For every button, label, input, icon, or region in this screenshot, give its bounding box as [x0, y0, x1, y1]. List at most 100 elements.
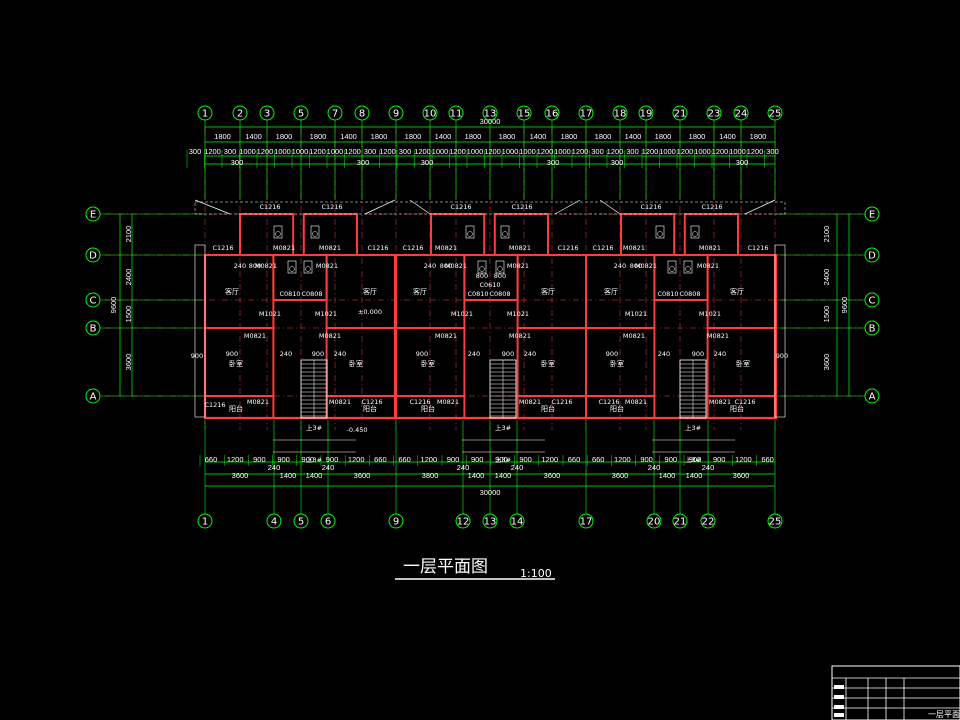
top-axis-bubble-circle: [327, 105, 343, 121]
top-dim-r2: 1200: [309, 147, 326, 156]
top-dim-r1: 1800: [655, 132, 672, 141]
bottom-axis-bubble-circle: [509, 513, 525, 529]
left-side-dim: 3600: [124, 354, 133, 371]
top-dim-r2: 300: [626, 147, 639, 156]
fixture-bowl: [685, 266, 691, 272]
top-axis-bubble: 7: [332, 109, 338, 120]
bottom-dim-r2: 1200: [227, 455, 244, 464]
bottom-axis-bubble: 25: [769, 517, 782, 528]
top-dim-r1: 1400: [530, 132, 547, 141]
window-tag-c1216: C1216: [321, 203, 342, 211]
dim-tag-room: 240: [524, 350, 536, 358]
door-tag-m0821: M0821: [625, 398, 647, 406]
dim-tag-room: 900: [606, 350, 618, 358]
elevation-neg: -0.450: [347, 426, 368, 434]
bottom-dim-r1: 1400: [659, 471, 676, 480]
title-block-name: 一层平面图: [928, 710, 960, 719]
top-axis-bubble-circle: [733, 105, 749, 121]
bottom-axis-bubble: 6: [325, 517, 331, 528]
left-side-dim: 2400: [124, 269, 133, 286]
bottom-dim-r2: 660: [374, 455, 387, 464]
top-dim-r2: 1200: [344, 147, 361, 156]
bottom-dim-r3: 240: [268, 463, 281, 472]
window-tag-c1216: C1216: [551, 398, 572, 406]
door-tag-m0821: M0821: [623, 244, 645, 252]
bottom-dim-r3: 240: [322, 463, 335, 472]
top-dim-r2: 300: [399, 147, 412, 156]
roof-edge: [409, 199, 431, 215]
door-tag-m0821: M0821: [509, 332, 531, 340]
door-tag-m0821: M0821: [635, 262, 657, 270]
bottom-dim-r2: 900: [519, 455, 532, 464]
door-tag-m0821: M0821: [699, 244, 721, 252]
door-tag-m0821: M0821: [255, 262, 277, 270]
room-label-bedroom: 卧室: [349, 359, 363, 368]
top-axis-bubble-circle: [259, 105, 275, 121]
door-tag-m0821: M0821: [709, 398, 731, 406]
bottom-dim-r1: 3600: [544, 471, 561, 480]
bottom-dim-r3: 240: [511, 463, 524, 472]
top-axis-bubble: 18: [614, 109, 627, 120]
right-axis-bubble-circle: [864, 206, 880, 222]
top-dim-r2: 1200: [414, 147, 431, 156]
top-dim-r2: 1200: [257, 147, 274, 156]
top-dim-r1: 1800: [405, 132, 422, 141]
window-tag-c1216: C1216: [402, 244, 423, 252]
bottom-dim-r1: 3600: [354, 471, 371, 480]
top-dim-r1: 1400: [719, 132, 736, 141]
balcony-left: [585, 395, 656, 419]
top-dim-r2: 300: [591, 147, 604, 156]
left-axis-bubble: D: [89, 251, 97, 262]
right-axis-bubble-circle: [864, 320, 880, 336]
door-tag-m0821: M0821: [623, 332, 645, 340]
door-tag-m0821: M0821: [509, 244, 531, 252]
top-dim-r3: 300: [547, 158, 560, 167]
top-dim-r2: 1200: [484, 147, 501, 156]
bottom-dim-r2: 900: [253, 455, 266, 464]
top-dim-r2: 1200: [572, 147, 589, 156]
top-axis-bubble-circle: [448, 105, 464, 121]
left-axis-bubble-circle: [85, 247, 101, 263]
bottom-dim-r2: 660: [568, 455, 581, 464]
top-dim-r2: 1000: [274, 147, 291, 156]
top-dim-r2: 1200: [607, 147, 624, 156]
window-tag-c1216: C1216: [640, 203, 661, 211]
top-axis-bubble: 21: [674, 109, 687, 120]
door-tag-m0821: M0821: [244, 332, 266, 340]
top-axis-bubble-circle: [232, 105, 248, 121]
top-axis-bubble-circle: [354, 105, 370, 121]
window-tag-c1216: C1216: [361, 398, 382, 406]
window-tag-c1216: C1216: [259, 203, 280, 211]
top-dim-r2: 300: [766, 147, 779, 156]
left-axis-bubble: A: [90, 392, 97, 403]
top-dim-r2: 300: [364, 147, 377, 156]
dim-tag-room: 900: [312, 350, 324, 358]
bottom-dim-r1: 3600: [612, 471, 629, 480]
top-axis-bubble-circle: [422, 105, 438, 121]
bottom-axis-bubble-circle: [320, 513, 336, 529]
bottom-dim-r2: 1200: [420, 455, 437, 464]
top-axis-bubble: 8: [359, 109, 365, 120]
dim-tag-240: 240: [424, 262, 436, 270]
fixtures-and-stairs: [194, 199, 786, 453]
bottom-dim-r2: 900: [326, 455, 339, 464]
bath-core: [463, 254, 519, 301]
room-label-balcony: 阳台: [421, 404, 435, 413]
dim-tag-240: 240: [234, 262, 246, 270]
fixture-bowl: [479, 266, 485, 272]
dim-tag-900: 900: [776, 352, 788, 360]
top-dim-r1: 1800: [371, 132, 388, 141]
door-tag-m1021: M1021: [315, 310, 337, 318]
bottom-total-dim: 30000: [480, 488, 501, 497]
room-label-balcony: 阳台: [541, 404, 555, 413]
dim-tag-room: 240: [468, 350, 480, 358]
window-tag-c1216: C1216: [511, 203, 532, 211]
top-dim-r1: 1800: [276, 132, 293, 141]
bottom-dim-r1: 1400: [495, 471, 512, 480]
bottom-axis-bubble: 1: [202, 517, 208, 528]
dim-tag-room: 240: [334, 350, 346, 358]
right-side-dim: 1500: [822, 306, 831, 323]
top-axis-bubble: 2: [237, 109, 243, 120]
top-dim-r2: 1200: [642, 147, 659, 156]
